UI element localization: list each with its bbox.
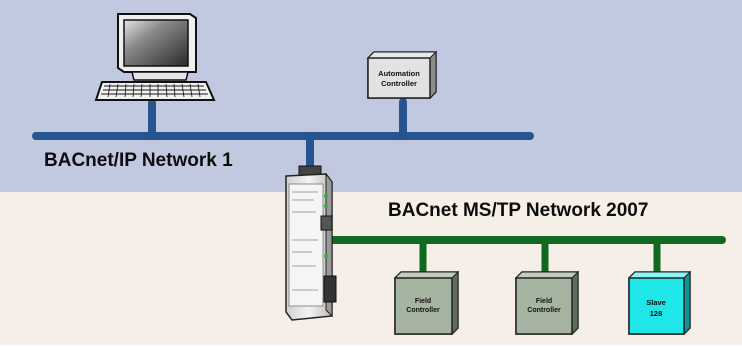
mstp-network-label: BACnet MS/TP Network 2007: [388, 200, 649, 221]
bacnet-router-icon: [285, 165, 337, 321]
field-controller-2-line1: Field: [536, 298, 552, 305]
lower-network-region: [0, 192, 742, 345]
slave-device-128: Slave 128: [627, 270, 692, 336]
field-controller-1-line2: Controller: [406, 307, 440, 314]
automation-controller-line2: Controller: [381, 79, 417, 88]
ip-network-bus: [32, 98, 534, 174]
field-controller-2-line2: Controller: [527, 307, 561, 314]
field-controller-1-line1: Field: [415, 298, 431, 305]
computer-workstation-icon: [94, 13, 216, 101]
slave-line1: Slave: [646, 298, 666, 307]
slave-line2: 128: [650, 309, 663, 318]
ip-network-label: BACnet/IP Network 1: [44, 150, 233, 171]
field-controller-1: Field Controller: [393, 270, 460, 336]
mstp-network-bus: [326, 236, 726, 276]
field-controller-2: Field Controller: [514, 270, 580, 336]
automation-controller-line1: Automation: [378, 69, 420, 78]
automation-controller: Automation Controller: [366, 50, 438, 100]
